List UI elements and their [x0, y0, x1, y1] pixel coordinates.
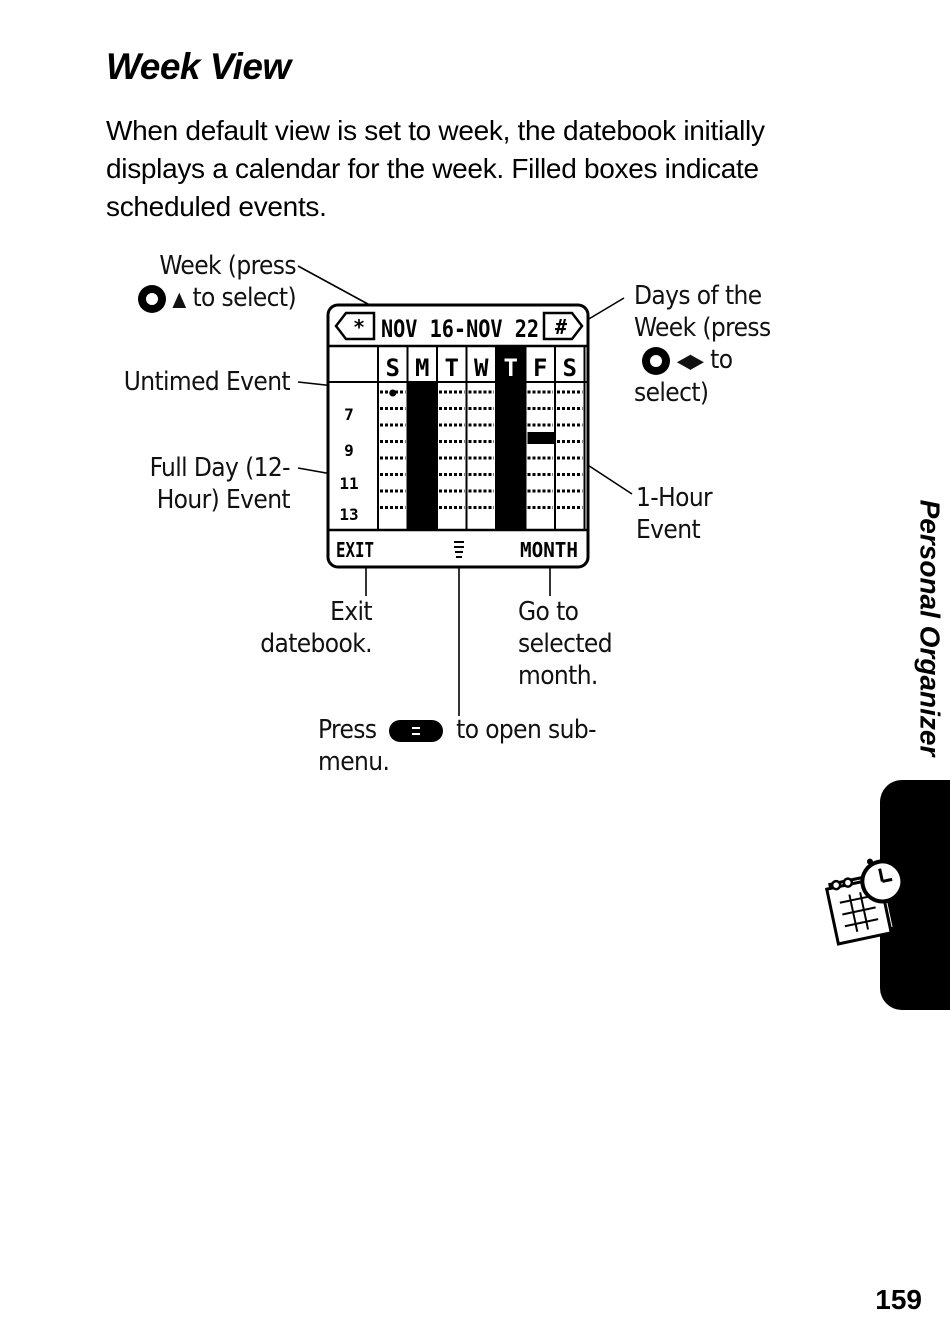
nav-key-icon	[137, 284, 166, 313]
month-line3: month.	[518, 661, 598, 691]
day-header-label: T	[445, 354, 459, 382]
exit-line1: Exit	[330, 597, 372, 627]
exit-callout: Exit datebook.	[200, 596, 372, 660]
menu-callout: Press to open sub- menu.	[318, 714, 638, 778]
section-tab-label: Personal Organizer	[914, 499, 946, 757]
untimed-event-marker	[389, 389, 397, 397]
month-line1: Go to	[518, 597, 579, 627]
left-right-arrows-icon: ◀▶	[676, 348, 704, 373]
date-range-label: NOV 16-NOV 22	[381, 315, 539, 343]
up-down-arrows-icon: ▲	[172, 286, 186, 311]
hour-line1: 1-Hour	[636, 483, 713, 513]
month-callout: Go to selected month.	[518, 596, 678, 692]
day-header-label: M	[415, 354, 429, 382]
day-header-label: F	[533, 354, 547, 382]
page-title: Week View	[106, 46, 291, 87]
days-of-week-callout: Days of the Week (press ◀▶ to select)	[634, 280, 834, 409]
nav-key-icon	[642, 346, 670, 375]
day-header-label: T	[504, 354, 518, 382]
exit-line2: datebook.	[260, 629, 372, 659]
month-softkey-label[interactable]: MONTH	[520, 538, 578, 562]
left-softkey-arrow-icon	[334, 311, 376, 341]
intro-paragraph: When default view is set to week, the da…	[106, 115, 765, 222]
right-key-symbol: #	[555, 315, 567, 339]
day-header-label: W	[474, 354, 489, 382]
hour-label: 7	[344, 405, 354, 424]
week-callout-line1: Week (press	[159, 251, 296, 281]
menu-line2: menu.	[318, 747, 390, 777]
untimed-event-callout: Untimed Event	[123, 367, 291, 397]
full-day-event-block	[408, 382, 437, 530]
menu-key-icon	[389, 719, 444, 742]
right-softkey-arrow-icon	[542, 311, 584, 341]
hour-label: 9	[344, 441, 354, 460]
month-line2: selected	[518, 629, 613, 659]
days-line2: Week (press	[634, 313, 771, 343]
full-day-event-callout: Full Day (12- Hour) Event	[60, 452, 291, 516]
day-header-label: S	[386, 354, 400, 382]
exit-softkey-label[interactable]: EXIT	[336, 538, 374, 562]
hour-line2: Event	[636, 515, 701, 545]
menu-line1-a: Press	[318, 715, 377, 745]
menu-softkey-icon[interactable]	[454, 541, 464, 558]
week-callout: Week (press ▲ to select)	[100, 250, 297, 315]
screen-header: * NOV 16-NOV 22 #	[334, 311, 584, 343]
week-callout-line2-row: ▲ to select)	[100, 282, 297, 315]
selected-day-column	[497, 346, 525, 530]
week-callout-line2: to select)	[192, 283, 296, 313]
days-line4: select)	[634, 377, 709, 408]
hour-label: 13	[339, 505, 358, 524]
left-key-symbol: *	[353, 315, 365, 339]
one-hour-event-block	[527, 432, 554, 444]
menu-line1-row: Press to open sub-	[318, 714, 638, 746]
full-day-line2: Hour) Event	[156, 485, 291, 515]
hour-label: 11	[339, 474, 358, 493]
day-header-label: S	[563, 354, 577, 382]
days-line3: to	[710, 345, 733, 375]
full-day-line1: Full Day (12-	[149, 453, 291, 483]
days-line3-row: ◀▶ to	[634, 344, 834, 377]
days-line1: Days of the	[634, 281, 762, 311]
one-hour-event-callout: 1-Hour Event	[636, 482, 796, 546]
page-number: 159	[875, 1284, 922, 1315]
menu-line1-b: to open sub-	[456, 715, 596, 745]
datebook-clock-icon	[824, 855, 905, 946]
